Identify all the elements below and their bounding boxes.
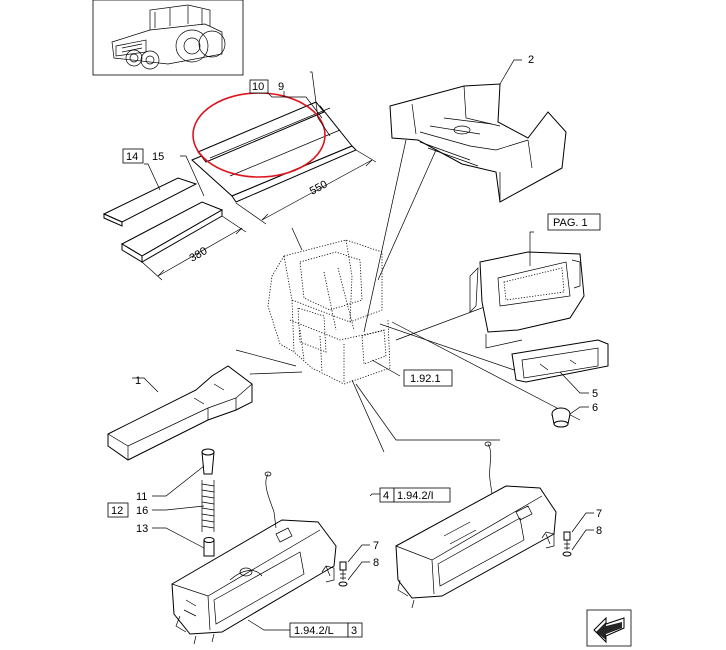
floor-plate-1[interactable] [107, 365, 253, 461]
dimension-380-label: 380 [188, 245, 210, 265]
callout-box-3[interactable] [347, 622, 363, 638]
label-14: 14 [126, 151, 138, 163]
label-15: 15 [152, 151, 164, 163]
callout-box-12[interactable] [107, 502, 129, 518]
label-1: 1 [135, 375, 141, 387]
label-8-right: 8 [596, 525, 602, 537]
lens-5[interactable] [511, 339, 609, 383]
label-4: 4 [383, 490, 389, 502]
label-1-92-1: 1.92.1 [410, 373, 441, 385]
label-pag1: PAG. 1 [553, 217, 588, 229]
callout-box-14[interactable] [122, 148, 144, 164]
window-assembly-pag1[interactable] [469, 251, 585, 349]
label-1-94-2-i: 1.94.2/I [397, 490, 434, 502]
cab-leaders [235, 139, 581, 453]
label-13: 13 [136, 523, 148, 535]
screw-7-8-left[interactable] [338, 561, 348, 587]
dimension-550 [235, 149, 377, 225]
label-6: 6 [592, 402, 598, 414]
floor-panel-2[interactable] [389, 83, 567, 203]
screw-7-8-right[interactable] [562, 531, 572, 557]
callout-box-10[interactable] [249, 79, 269, 94]
label-11: 11 [136, 491, 147, 503]
dimension-550-label: 550 [308, 178, 330, 197]
label-3: 3 [351, 625, 357, 637]
tractor-thumbnail[interactable] [92, 0, 244, 76]
label-7-left: 7 [373, 540, 379, 552]
label-8-left: 8 [373, 557, 379, 569]
heater-unit-left[interactable] [171, 471, 337, 645]
ref-box-1-94-2-i[interactable] [393, 487, 451, 503]
ref-box-1-92-1[interactable] [403, 369, 453, 387]
spring-assembly[interactable] [201, 448, 215, 557]
ref-box-pag1[interactable] [547, 213, 601, 231]
label-9: 9 [278, 81, 284, 93]
label-1-94-2-l: 1.94.2/L [294, 625, 334, 637]
label-2: 2 [528, 54, 534, 66]
callout-leaders [132, 59, 594, 631]
knob-6[interactable] [551, 407, 571, 428]
dimension-380 [141, 215, 247, 281]
mat-pair-9-10[interactable] [191, 101, 357, 203]
label-12: 12 [111, 505, 123, 517]
label-5: 5 [592, 388, 598, 400]
heater-unit-right[interactable] [395, 441, 557, 609]
mat-pair-14-15[interactable] [102, 177, 224, 263]
label-16: 16 [136, 505, 148, 517]
label-10: 10 [252, 81, 264, 93]
cab-frame-dotted [267, 239, 391, 385]
label-7-right: 7 [596, 508, 602, 520]
next-page-arrow-icon[interactable] [586, 609, 632, 647]
